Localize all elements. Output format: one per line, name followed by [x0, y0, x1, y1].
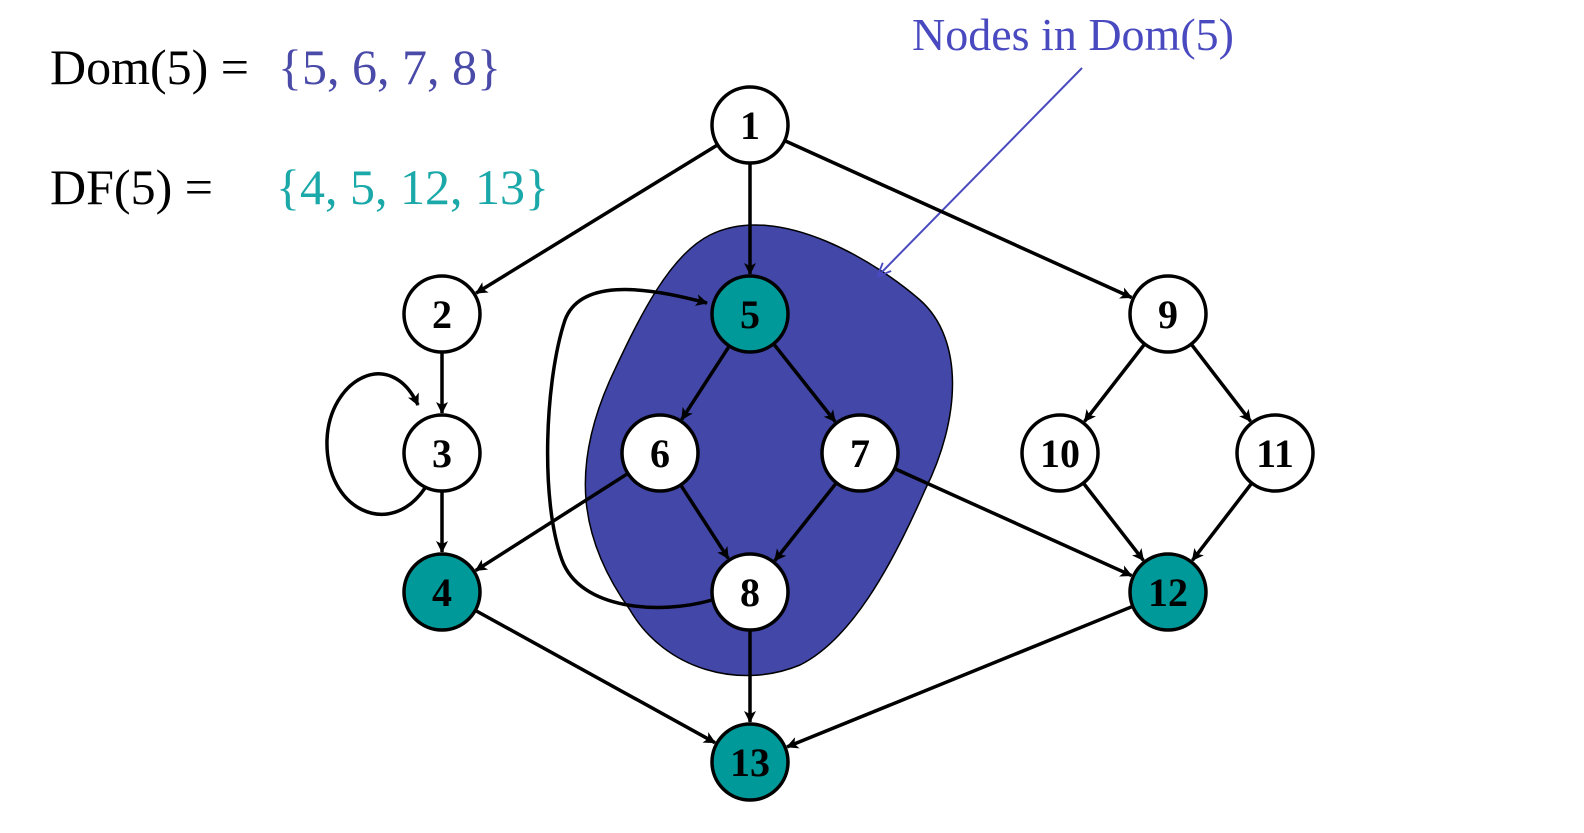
edge-5-to-7: [772, 342, 837, 423]
edge-10-to-12: [1081, 481, 1145, 562]
node-1-circle: [710, 85, 790, 165]
edge-8-to-5: [545, 287, 713, 610]
node-8: 8: [710, 552, 790, 632]
df-equation-label: DF(5) =: [50, 159, 213, 215]
edges-layer: [325, 139, 1254, 749]
node-2: 2: [402, 274, 482, 354]
node-4-label: 4: [432, 570, 452, 615]
dom-set-value: {5, 6, 7, 8}: [278, 39, 501, 95]
node-10: 10: [1020, 413, 1100, 493]
node-11: 11: [1235, 413, 1315, 493]
node-9: 9: [1128, 274, 1208, 354]
node-13-label: 13: [730, 740, 770, 785]
node-5-label: 5: [740, 292, 760, 337]
dom-region-blob: [584, 224, 954, 677]
node-10-circle: [1020, 413, 1100, 493]
edge-12-to-13: [786, 604, 1134, 749]
node-11-circle: [1235, 413, 1315, 493]
node-5-circle: [710, 274, 790, 354]
node-6-label: 6: [650, 431, 670, 476]
node-11-label: 11: [1256, 431, 1294, 476]
node-12-circle: [1128, 552, 1208, 632]
edge-11-to-12: [1191, 482, 1254, 562]
edge-6-to-8: [679, 483, 730, 560]
node-12-label: 12: [1148, 570, 1188, 615]
edge-3-to-3: [325, 372, 427, 516]
edge-9-to-10: [1083, 342, 1147, 423]
node-10-label: 10: [1040, 431, 1080, 476]
node-8-label: 8: [740, 570, 760, 615]
edge-1-to-2: [475, 143, 719, 295]
node-9-circle: [1128, 274, 1208, 354]
node-4: 4: [402, 552, 482, 632]
node-1: 1: [710, 85, 790, 165]
node-5: 5: [710, 274, 790, 354]
node-8-circle: [710, 552, 790, 632]
callout-pointer-line: [878, 67, 1083, 276]
edge-9-to-11: [1189, 343, 1252, 423]
node-13: 13: [710, 722, 790, 802]
node-4-circle: [402, 552, 482, 632]
edge-4-to-13: [474, 608, 716, 745]
node-13-circle: [710, 722, 790, 802]
node-7-label: 7: [850, 431, 870, 476]
node-1-label: 1: [740, 103, 760, 148]
df-equation: DF(5) =: [50, 162, 213, 212]
node-7: 7: [820, 413, 900, 493]
dom-region-callout-label: Nodes in Dom(5): [912, 9, 1234, 60]
edge-7-to-8: [773, 481, 838, 562]
df-set-value: {4, 5, 12, 13}: [276, 159, 549, 215]
node-3-label: 3: [432, 431, 452, 476]
node-3-circle: [402, 413, 482, 493]
node-6: 6: [620, 413, 700, 493]
node-12: 12: [1128, 552, 1208, 632]
dom-equation-label: Dom(5) =: [50, 39, 249, 95]
edge-7-to-12: [893, 467, 1133, 578]
node-3: 3: [402, 413, 482, 493]
edge-5-to-6: [680, 344, 731, 421]
dom-equation: Dom(5) =: [50, 42, 249, 92]
edge-1-to-9: [783, 139, 1133, 300]
node-7-circle: [820, 413, 900, 493]
node-2-label: 2: [432, 292, 452, 337]
node-6-circle: [620, 413, 700, 493]
node-2-circle: [402, 274, 482, 354]
node-9-label: 9: [1158, 292, 1178, 337]
